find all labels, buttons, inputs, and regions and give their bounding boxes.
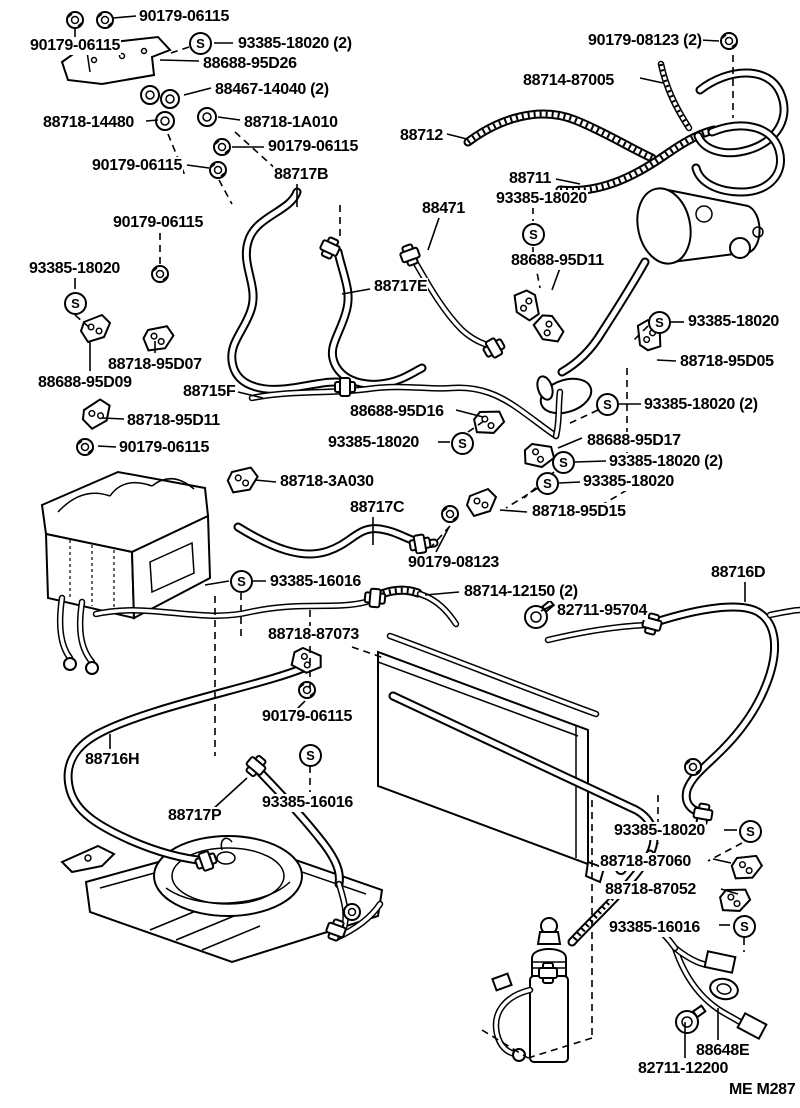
part-label: 88716H [84, 751, 141, 769]
pipe-88717C-drawing [233, 522, 439, 559]
part-label: 88714-87005 [522, 72, 616, 90]
screw-s-marker: S [230, 570, 253, 593]
part-label: 88718-95D07 [107, 356, 203, 374]
part-label: 88718-14480 [42, 114, 136, 132]
part-label: 88471 [421, 200, 466, 218]
part-label: 88688-95D17 [586, 432, 682, 450]
part-label: 88718-1A010 [243, 114, 339, 132]
part-label: 90179-06115 [138, 8, 231, 26]
part-label: 88716D [710, 564, 767, 582]
pipe-88716D-drawing [544, 602, 800, 817]
part-label: 88718-95D05 [679, 353, 775, 371]
part-label: 90179-06115 [91, 157, 184, 175]
part-label: 88688-95D26 [202, 55, 298, 73]
screw-s-marker: S [739, 820, 762, 843]
compressor-drawing [636, 187, 764, 265]
part-label: 82711-12200 [637, 1060, 730, 1078]
pipe-88715F-drawing [248, 383, 564, 440]
part-label: 90179-08123 [407, 554, 501, 572]
part-label: 93385-18020 [613, 822, 707, 840]
screw-s-marker: S [189, 32, 212, 55]
part-label: 88718-3A030 [279, 473, 375, 491]
screw-s-marker: S [451, 432, 474, 455]
part-label: 82711-95704 [556, 602, 649, 620]
part-label: 88717C [349, 499, 406, 517]
part-label: 88717E [373, 278, 429, 296]
pipe-88717B-drawing [227, 187, 352, 394]
part-label: 93385-18020 [687, 313, 781, 331]
part-label: 90179-08123 (2) [587, 32, 703, 50]
part-label: 88717P [167, 807, 223, 825]
part-label: 88718-87052 [604, 881, 698, 899]
leader-lines [74, 15, 746, 1058]
part-label: 93385-18020 [495, 190, 589, 208]
part-label: 90179-06115 [267, 138, 360, 156]
part-label: 88714-12150 (2) [463, 583, 579, 601]
condenser-drawing [377, 650, 606, 884]
drawing-code-label: ME M287 [728, 1081, 797, 1099]
part-label: 93385-18020 [327, 434, 421, 452]
part-label: 88688-95D11 [510, 252, 605, 270]
suction-hose-88712-drawing [463, 109, 657, 163]
compressor-pipe-drawing [536, 257, 650, 415]
top-right-hose-loops-drawing [691, 68, 789, 197]
part-label: 93385-18020 (2) [608, 453, 724, 471]
hose-88714-87005-drawing [657, 60, 693, 132]
screw-s-marker: S [596, 393, 619, 416]
part-label: 90179-06115 [118, 439, 211, 457]
part-label: 88467-14040 (2) [214, 81, 330, 99]
part-label: 88688-95D09 [37, 374, 133, 392]
part-label: 88718-95D15 [531, 503, 627, 521]
screw-s-marker: S [64, 292, 87, 315]
screw-s-marker: S [299, 744, 322, 767]
evaporator-unit-drawing [40, 470, 212, 620]
part-label: 88715F [182, 383, 237, 401]
part-label: 93385-16016 [261, 794, 355, 812]
screw-s-marker: S [733, 915, 756, 938]
part-label: 88718-87060 [599, 853, 693, 871]
part-label: 88712 [399, 127, 444, 145]
part-label: 93385-18020 (2) [237, 35, 353, 53]
part-label: 88711 [508, 170, 553, 188]
screw-s-marker: S [648, 311, 671, 334]
part-label: 88717B [273, 166, 330, 184]
receiver-pipe-drawing [492, 986, 534, 1062]
screw-s-marker: S [552, 451, 575, 474]
part-label: 93385-18020 (2) [643, 396, 759, 414]
part-label: 93385-18020 [582, 473, 676, 491]
evaporator-outlet-pipes-drawing [56, 594, 99, 675]
part-label: 88718-87073 [267, 626, 361, 644]
part-label: 93385-16016 [608, 919, 702, 937]
part-label: 88648E [695, 1042, 751, 1060]
screw-s-marker: S [536, 472, 559, 495]
part-label: 88718-95D11 [126, 412, 221, 430]
part-label: 88688-95D16 [349, 403, 445, 421]
part-label: 90179-06115 [261, 708, 354, 726]
liquid-pipe-drawing [92, 585, 460, 628]
pipe-88717E-drawing [328, 247, 427, 389]
part-label: 90179-06115 [112, 214, 205, 232]
part-label: 93385-16016 [269, 573, 363, 591]
part-label: 90179-06115 [29, 37, 122, 55]
part-label: 93385-18020 [28, 260, 122, 278]
pipe-88716H-drawing [63, 661, 313, 866]
screw-s-marker: S [522, 223, 545, 246]
